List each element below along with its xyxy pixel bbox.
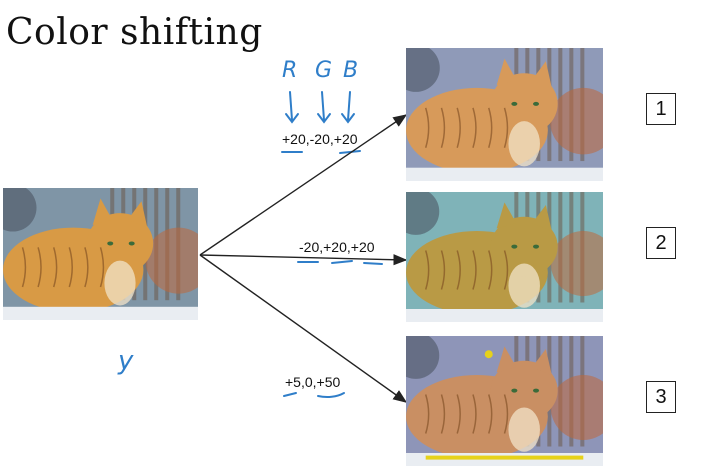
underline-2 [297, 260, 383, 265]
shifted-cat-image-2 [406, 192, 603, 322]
slide-title: Color shifting [6, 12, 263, 53]
channel-r-label: R [282, 58, 298, 83]
shift-label-1: +20,-20,+20 [282, 131, 358, 147]
shifted-cat-image-1 [406, 48, 603, 181]
underline-3 [283, 392, 345, 398]
index-box-1: 1 [646, 93, 676, 125]
shift-label-2: -20,+20,+20 [299, 239, 375, 255]
index-box-2: 2 [646, 227, 676, 259]
channel-down-arrows [285, 91, 355, 124]
label-y: y [118, 346, 134, 376]
original-cat-image [3, 188, 198, 320]
underline-1 [281, 150, 361, 154]
shifted-cat-image-3 [406, 336, 603, 466]
index-box-3: 3 [646, 381, 676, 413]
channel-g-label: G [315, 58, 333, 83]
channel-b-label: B [343, 58, 359, 83]
